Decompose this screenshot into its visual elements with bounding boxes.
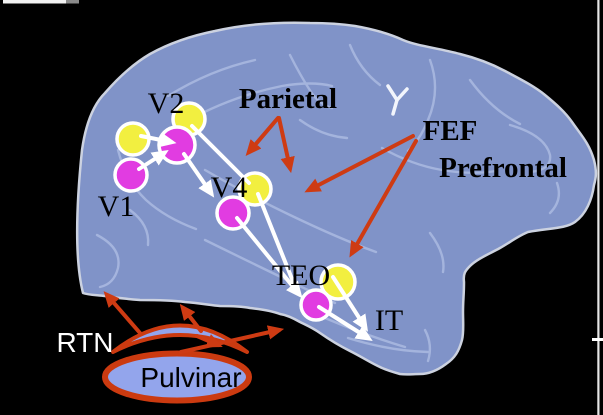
pointer-arrows <box>103 116 418 354</box>
node-v2-magenta <box>157 125 197 165</box>
slide-edge-right-line <box>597 0 600 415</box>
label-parietal: Parietal <box>239 83 337 115</box>
node-teo-magenta <box>299 288 333 322</box>
arrow-v4m-teom <box>235 216 303 299</box>
pointer-parietal-2 <box>277 116 295 174</box>
label-v2: V2 <box>148 87 185 120</box>
arrow-teoy-it <box>331 275 369 332</box>
label-prefrontal: Prefrontal <box>439 152 567 184</box>
pointer-rtn-pulvinar <box>195 334 223 348</box>
label-v4: V4 <box>211 171 248 204</box>
label-it: IT <box>375 304 403 337</box>
slide-edge-top-bar <box>3 0 66 4</box>
label-teo: TEO <box>272 259 330 292</box>
pointer-pulvinar-temporal <box>179 325 285 354</box>
arrow-v1m-v2m <box>137 149 169 171</box>
rtn-band <box>111 323 249 354</box>
connection-arrows <box>137 124 373 341</box>
pulvinar-ellipse <box>102 350 252 404</box>
bright-sulcus-junction <box>386 84 409 116</box>
arrow-v4y-teo <box>256 192 296 286</box>
pointer-rtn-cortex-1 <box>103 291 142 335</box>
arrow-teom-it <box>317 305 373 341</box>
label-pulvinar: Pulvinar <box>140 362 241 393</box>
label-v1: V1 <box>98 190 135 223</box>
slide-edge-right-handle <box>592 338 603 341</box>
arrow-v1y-v2m <box>139 132 177 148</box>
arrow-v2y-v4y <box>190 124 251 185</box>
node-v1-magenta <box>113 157 149 193</box>
label-rtn: RTN <box>56 327 113 358</box>
pointer-rtn-cortex-2 <box>179 303 203 333</box>
pointer-fef-1 <box>304 134 415 193</box>
slide-edge-top-bar-gray <box>66 0 79 4</box>
pointer-parietal-1 <box>245 116 280 156</box>
pointer-fef-2 <box>349 139 418 258</box>
label-fef: FEF <box>423 115 478 147</box>
arrow-v2m-v4m <box>182 152 215 198</box>
node-v1-yellow <box>115 121 151 157</box>
